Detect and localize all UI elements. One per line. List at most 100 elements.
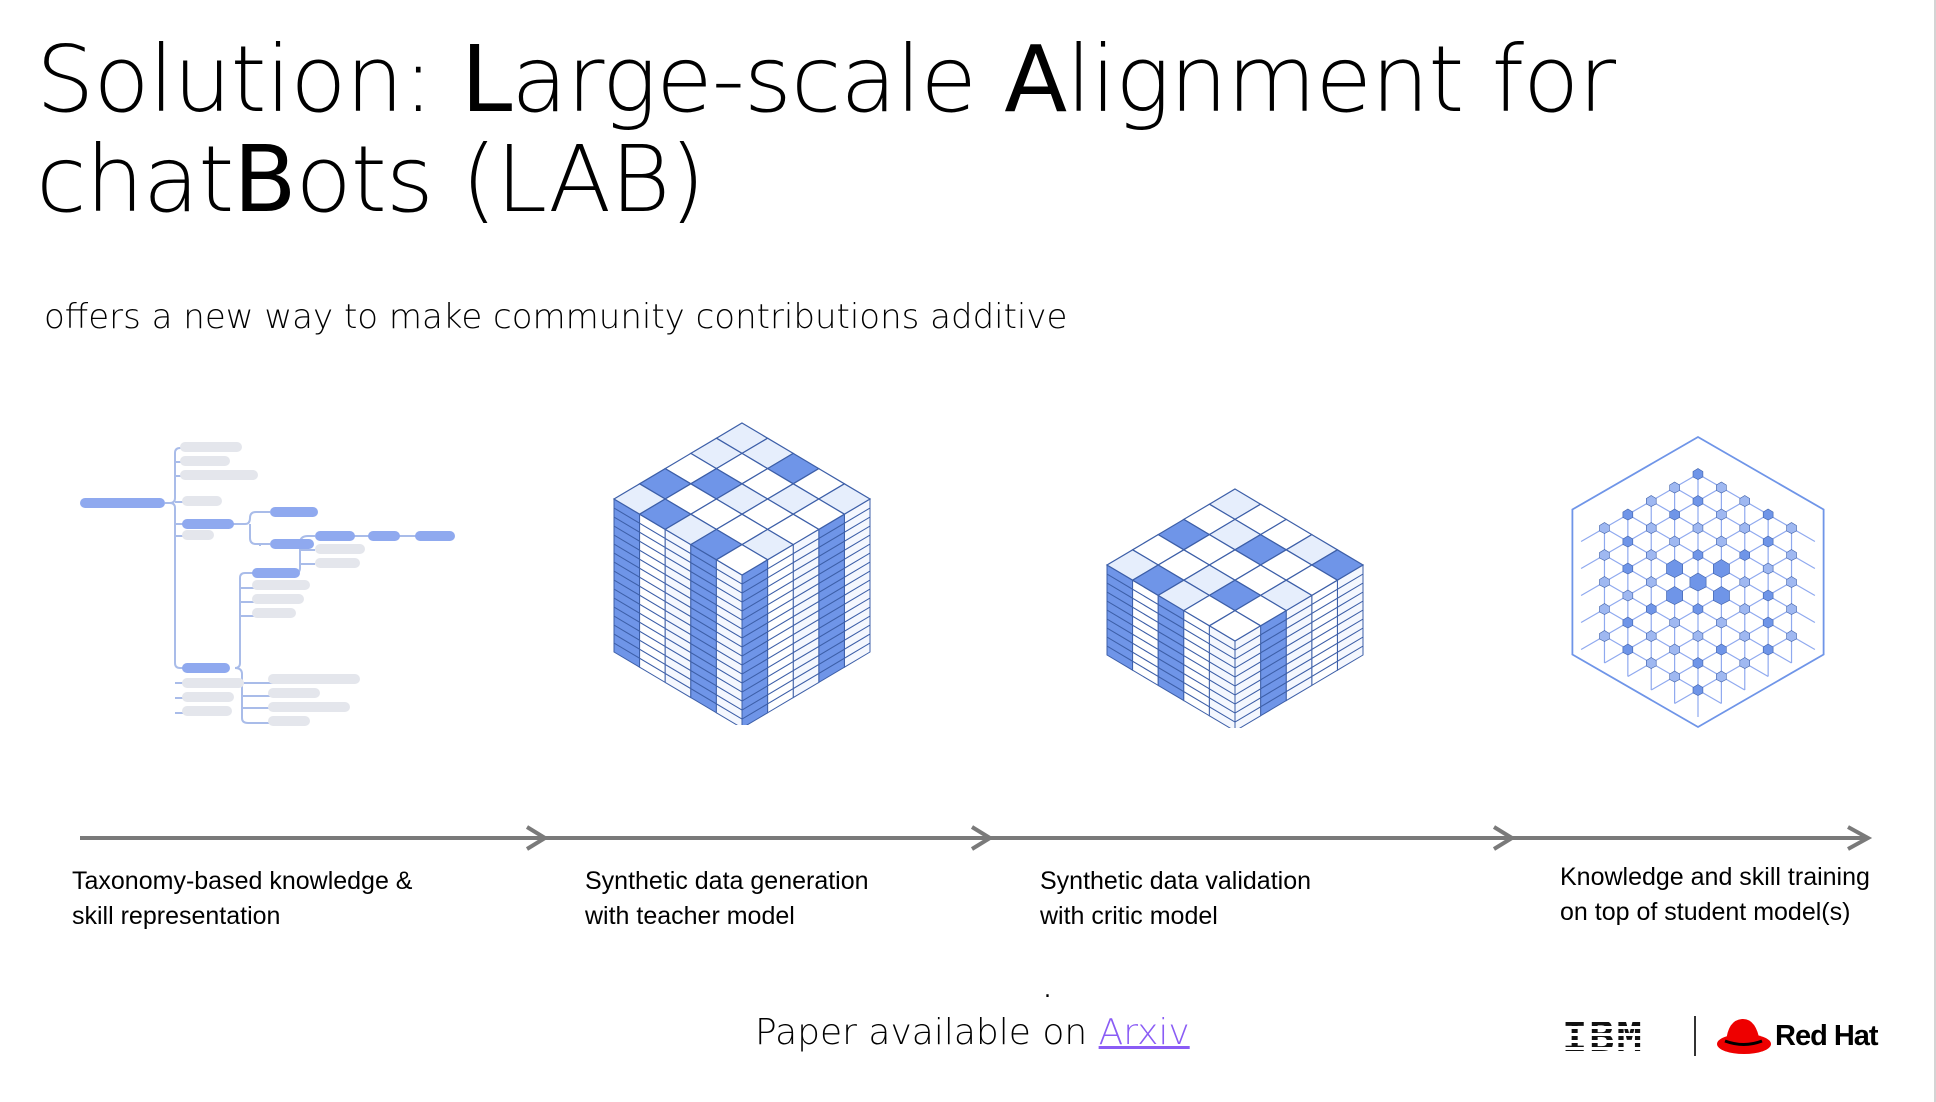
lattice-node (1692, 684, 1704, 696)
cube-top-cell (1208, 609, 1262, 642)
ibm-logo: IBM (1562, 1012, 1644, 1061)
lattice-node (1646, 603, 1657, 615)
lattice-node (1622, 535, 1634, 548)
lattice-node (1646, 495, 1657, 507)
step-label-line: Taxonomy-based knowledge & (72, 867, 413, 895)
paper-availability: Paper available on Arxiv (755, 1008, 1190, 1058)
lattice-node (1622, 616, 1634, 629)
lattice-node (1762, 616, 1774, 629)
lattice-node (1786, 603, 1797, 615)
title-segment: L (461, 26, 512, 133)
step-label-line: Synthetic data validation (1040, 867, 1312, 895)
step-label-line: skill representation (72, 902, 281, 930)
lattice-node (1762, 643, 1774, 656)
taxonomy-tree-illustration (80, 442, 455, 726)
lattice-node (1786, 522, 1797, 534)
title-segment (433, 26, 461, 133)
redhat-wordmark: Red Hat (1775, 1020, 1879, 1052)
lattice-node (1599, 549, 1610, 561)
critic-data-cube-illustration (1105, 488, 1365, 728)
lattice-node (1666, 586, 1683, 605)
lattice-node (1692, 603, 1704, 615)
title-prefix: Solution: (36, 26, 434, 133)
lattice-node (1622, 508, 1634, 521)
timeline-arrowhead-1 (525, 825, 549, 851)
step-label-training: Knowledge and skill training on top of s… (1560, 860, 1870, 930)
step-label-line: Synthetic data generation (585, 867, 869, 895)
logo-separator (1694, 1016, 1696, 1056)
student-model-lattice-illustration (1571, 435, 1825, 729)
lattice-node (1692, 549, 1704, 561)
lattice-node (1739, 630, 1750, 642)
lattice-node (1622, 589, 1634, 602)
lattice-node (1716, 643, 1727, 656)
lattice-node (1762, 562, 1774, 575)
slide-subtitle: offers a new way to make community contr… (44, 297, 1068, 337)
title-rest: Large-scale Alignment for chatBots (LAB) (36, 26, 1616, 233)
teacher-data-cube-illustration (612, 422, 872, 725)
title-segment: lignment for chat (36, 26, 1616, 233)
lattice-node (1786, 576, 1797, 588)
title-segment: ) (669, 126, 705, 233)
lattice-node (1786, 630, 1797, 642)
lattice-node (1669, 535, 1680, 548)
step-label-generation: Synthetic data generation with teacher m… (585, 864, 869, 934)
lattice-node (1669, 643, 1680, 656)
title-segment: LAB (495, 126, 671, 233)
lattice-node (1666, 559, 1683, 578)
lattice-node (1646, 576, 1657, 588)
stray-dot: . (1044, 978, 1051, 1003)
lattice-node (1599, 576, 1610, 588)
lattice-node (1669, 508, 1680, 521)
lattice-node (1762, 508, 1774, 521)
lattice-node (1646, 549, 1657, 561)
lattice-node (1762, 535, 1774, 548)
timeline-arrowhead-2 (970, 825, 994, 851)
lattice-node (1716, 508, 1727, 521)
title-segment: B (233, 126, 296, 233)
lattice-node (1762, 589, 1774, 602)
lattice-node (1599, 630, 1610, 642)
lattice-node (1599, 522, 1610, 534)
lattice-node (1786, 549, 1797, 561)
lattice-node (1669, 670, 1680, 683)
step-label-line: Knowledge and skill training (1560, 863, 1870, 891)
title-segment: ots ( (295, 126, 496, 233)
lattice-node (1692, 468, 1704, 480)
lattice-node (1669, 481, 1680, 494)
title-segment: A (1004, 26, 1067, 133)
lattice-node (1646, 657, 1657, 669)
step-label-line: with teacher model (585, 902, 795, 930)
lattice-node (1622, 562, 1634, 575)
arxiv-link[interactable]: Arxiv (1098, 1012, 1190, 1053)
step-label-line: on top of student model(s) (1560, 898, 1851, 926)
title-segment: arge-scale (511, 26, 1005, 133)
slide-title: Solution: Large-scale Alignment for chat… (36, 30, 1896, 230)
paper-text: Paper available on (755, 1012, 1099, 1053)
lattice-node (1692, 657, 1704, 669)
lattice-node (1692, 495, 1704, 507)
lattice-node (1716, 616, 1727, 629)
lattice-node (1739, 603, 1750, 615)
redhat-hat-icon (1717, 1018, 1771, 1054)
lattice-node (1716, 481, 1727, 494)
lattice-node (1739, 495, 1750, 507)
lattice-node (1692, 630, 1704, 642)
timeline-arrowhead-4 (1847, 825, 1873, 851)
lattice-node (1716, 535, 1727, 548)
lattice-node (1713, 559, 1730, 578)
lattice-node (1689, 572, 1707, 592)
slide-right-edge (1934, 0, 1936, 1102)
lattice-node (1739, 549, 1750, 561)
step-label-taxonomy: Taxonomy-based knowledge & skill represe… (72, 864, 412, 934)
lattice-node (1739, 576, 1750, 588)
lattice-node (1692, 522, 1704, 534)
lattice-node (1646, 630, 1657, 642)
lattice-node (1713, 586, 1730, 605)
lattice-node (1739, 522, 1750, 534)
lattice-node (1716, 670, 1727, 683)
lattice-node (1646, 522, 1657, 534)
lattice-node (1669, 616, 1680, 629)
lattice-node (1622, 643, 1634, 656)
lattice-node (1599, 603, 1610, 615)
